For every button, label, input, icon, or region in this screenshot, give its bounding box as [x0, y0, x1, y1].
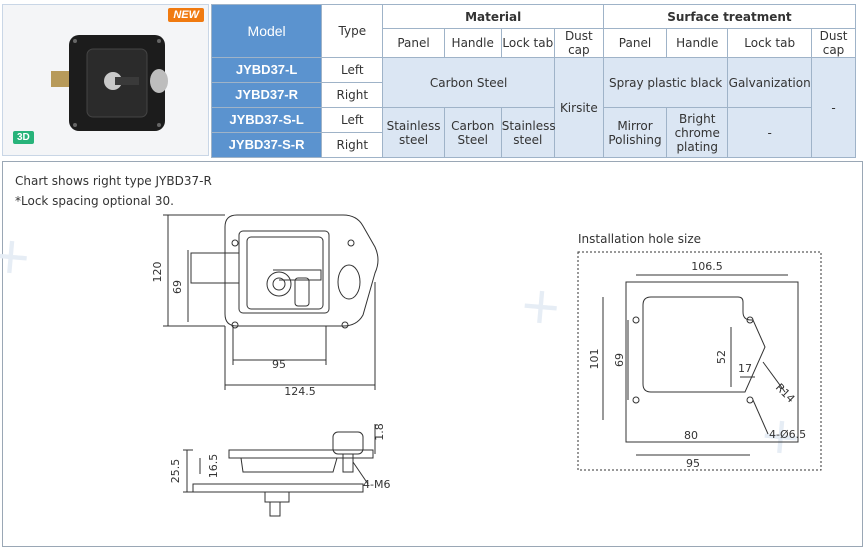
- 3d-view-badge[interactable]: 3D: [13, 131, 34, 144]
- mirror-polishing-cell: Mirror Polishing: [602, 107, 668, 158]
- hole-dim-80: 80: [684, 429, 698, 442]
- galvanization-cell: Galvanization: [727, 57, 813, 108]
- material-header: Material: [382, 4, 604, 29]
- product-photo: NEW 3D: [2, 4, 209, 156]
- hole-dim-17: 17: [738, 362, 752, 375]
- lock-photo-illustration: [3, 5, 208, 155]
- drawing-svg: 120 69 95 124.5 25.5 16.5 1.8 4-M6 106.5…: [151, 214, 822, 517]
- surface-dust-cap-header: Dust cap: [811, 28, 856, 58]
- model-cell: JYBD37-S-L: [210, 107, 323, 133]
- lock-tab-header: Lock tab: [500, 28, 555, 58]
- hole-dim-69: 69: [613, 353, 626, 367]
- stainless-panel-cell: Stainless steel: [382, 107, 445, 158]
- type-cell: Right: [321, 82, 384, 108]
- hole-dim-52: 52: [715, 350, 728, 364]
- panel-header: Panel: [382, 28, 445, 58]
- type-cell: Left: [321, 57, 384, 83]
- front-view: [163, 214, 379, 390]
- dim-1-8: 1.8: [373, 423, 386, 441]
- technical-drawing-panel: ✕ ✕ ✕ Chart shows right type JYBD37-R *L…: [0, 161, 863, 547]
- stainless-tab-cell: Stainless steel: [500, 107, 556, 158]
- model-cell: JYBD37-L: [210, 57, 323, 83]
- dim-124-5: 124.5: [284, 385, 316, 398]
- dim-95: 95: [272, 358, 286, 371]
- handle-header: Handle: [443, 28, 502, 58]
- dim-25-5: 25.5: [169, 459, 182, 484]
- model-cell: JYBD37-S-R: [210, 132, 323, 158]
- installation-hole-title: Installation hole size: [578, 232, 702, 246]
- model-cell: JYBD37-R: [210, 82, 323, 108]
- hole-dim-101: 101: [588, 349, 601, 370]
- model-header: Model: [210, 4, 323, 58]
- dim-4-m6: 4-M6: [363, 478, 390, 491]
- lock-tab-finish-cell: -: [727, 107, 813, 158]
- dim-120: 120: [151, 262, 164, 283]
- spray-black-cell: Spray plastic black: [602, 57, 729, 108]
- type-cell: Left: [321, 107, 384, 133]
- lock-spacing-note: *Lock spacing optional 30.: [15, 194, 174, 208]
- dim-69: 69: [171, 280, 184, 294]
- hole-dim-106-5: 106.5: [691, 260, 723, 273]
- surface-panel-header: Panel: [602, 28, 668, 58]
- carbon-steel-cell: Carbon Steel: [382, 57, 555, 108]
- type-header: Type: [321, 4, 384, 58]
- side-view: [183, 424, 376, 517]
- spec-table: Model Type Material Surface treatment Pa…: [210, 4, 857, 158]
- surface-handle-header: Handle: [666, 28, 729, 58]
- chart-note: Chart shows right type JYBD37-R: [15, 174, 212, 188]
- dim-16-5: 16.5: [207, 454, 220, 479]
- surface-header: Surface treatment: [602, 4, 857, 29]
- dust-cap-finish-cell: -: [811, 57, 856, 158]
- type-cell: Right: [321, 132, 384, 158]
- hole-dim-4-holes: 4-Ø6.5: [769, 428, 806, 441]
- hole-dim-r14: R14: [773, 381, 797, 405]
- new-badge: NEW: [168, 8, 204, 22]
- bright-chrome-cell: Bright chrome plating: [666, 107, 729, 158]
- carbon-handle-cell: Carbon Steel: [443, 107, 502, 158]
- hole-dim-95: 95: [686, 457, 700, 470]
- installation-hole-view: [577, 251, 822, 471]
- kirsite-cell: Kirsite: [553, 57, 604, 158]
- surface-lock-tab-header: Lock tab: [727, 28, 813, 58]
- dust-cap-header: Dust cap: [553, 28, 604, 58]
